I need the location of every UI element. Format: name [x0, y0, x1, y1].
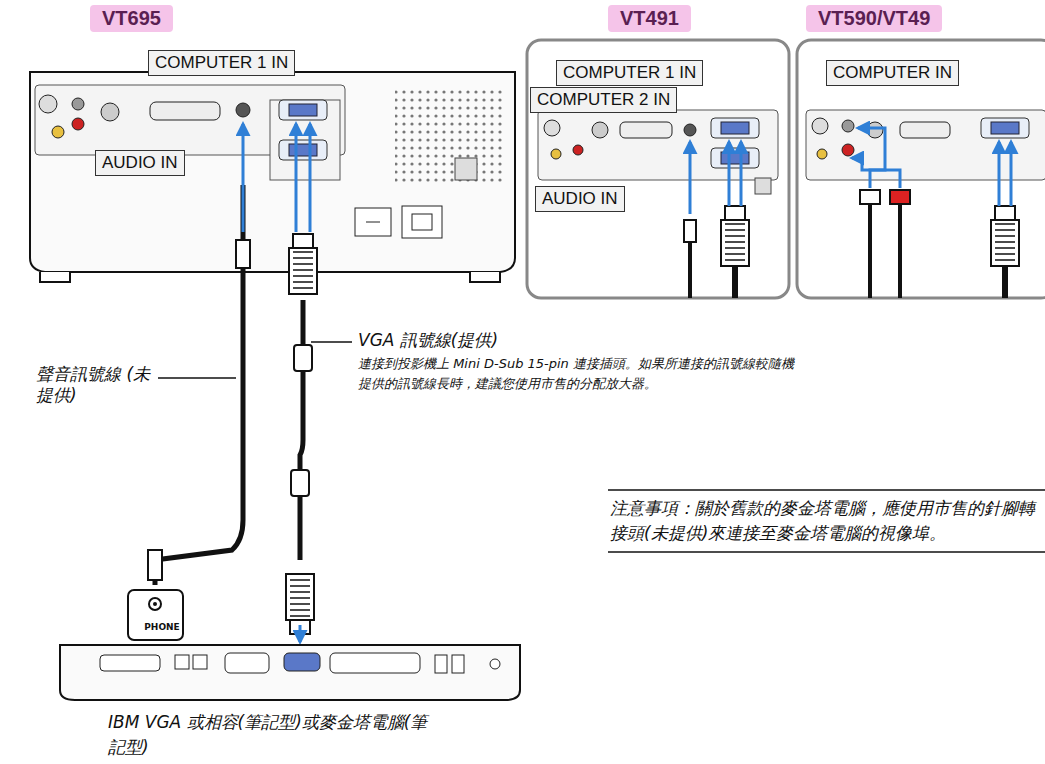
panel-vt590	[797, 40, 1045, 298]
jack-label: PHONE	[132, 622, 192, 633]
cable-label: VGA 訊號線(提供)	[358, 330, 778, 351]
label-text: COMPUTER 1 IN	[155, 53, 288, 73]
model-tag: VT695	[90, 5, 173, 32]
cables	[148, 185, 312, 585]
label-text: VT695	[102, 7, 161, 30]
port-label: COMPUTER 1 IN	[556, 60, 703, 86]
laptop	[60, 645, 520, 700]
arrows	[155, 124, 310, 642]
projector-vt695	[30, 72, 515, 282]
port-label: AUDIO IN	[535, 186, 625, 212]
port-label: COMPUTER 1 IN	[148, 50, 295, 76]
port-label: COMPUTER IN	[826, 60, 959, 86]
label-text: COMPUTER 2 IN	[537, 90, 670, 110]
label-text: COMPUTER 1 IN	[563, 63, 696, 83]
port-label: COMPUTER 2 IN	[530, 87, 677, 113]
label-text: AUDIO IN	[542, 189, 618, 209]
device-caption: IBM VGA 或相容(筆記型)或麥金塔電腦(筆記型)	[108, 710, 438, 759]
label-text: COMPUTER IN	[833, 63, 952, 83]
cable-label: 聲音訊號線 (未提供)	[36, 364, 156, 407]
cable-note: 連接到投影機上 Mini D-Sub 15-pin 連接插頭。如果所連接的訊號線…	[358, 354, 798, 394]
label-text: VT590/VT49	[818, 7, 930, 30]
model-tag: VT491	[608, 5, 691, 32]
leaders	[158, 342, 1045, 552]
label-text: VT491	[620, 7, 679, 30]
label-text: AUDIO IN	[102, 153, 178, 173]
panel-vt491	[527, 40, 789, 298]
note: 注意事項：關於舊款的麥金塔電腦，應使用市售的針腳轉接頭(未提供)來連接至麥金塔電…	[610, 496, 1038, 545]
phone-jack	[128, 590, 183, 640]
model-tag: VT590/VT49	[806, 5, 942, 32]
port-label: AUDIO IN	[95, 150, 185, 176]
